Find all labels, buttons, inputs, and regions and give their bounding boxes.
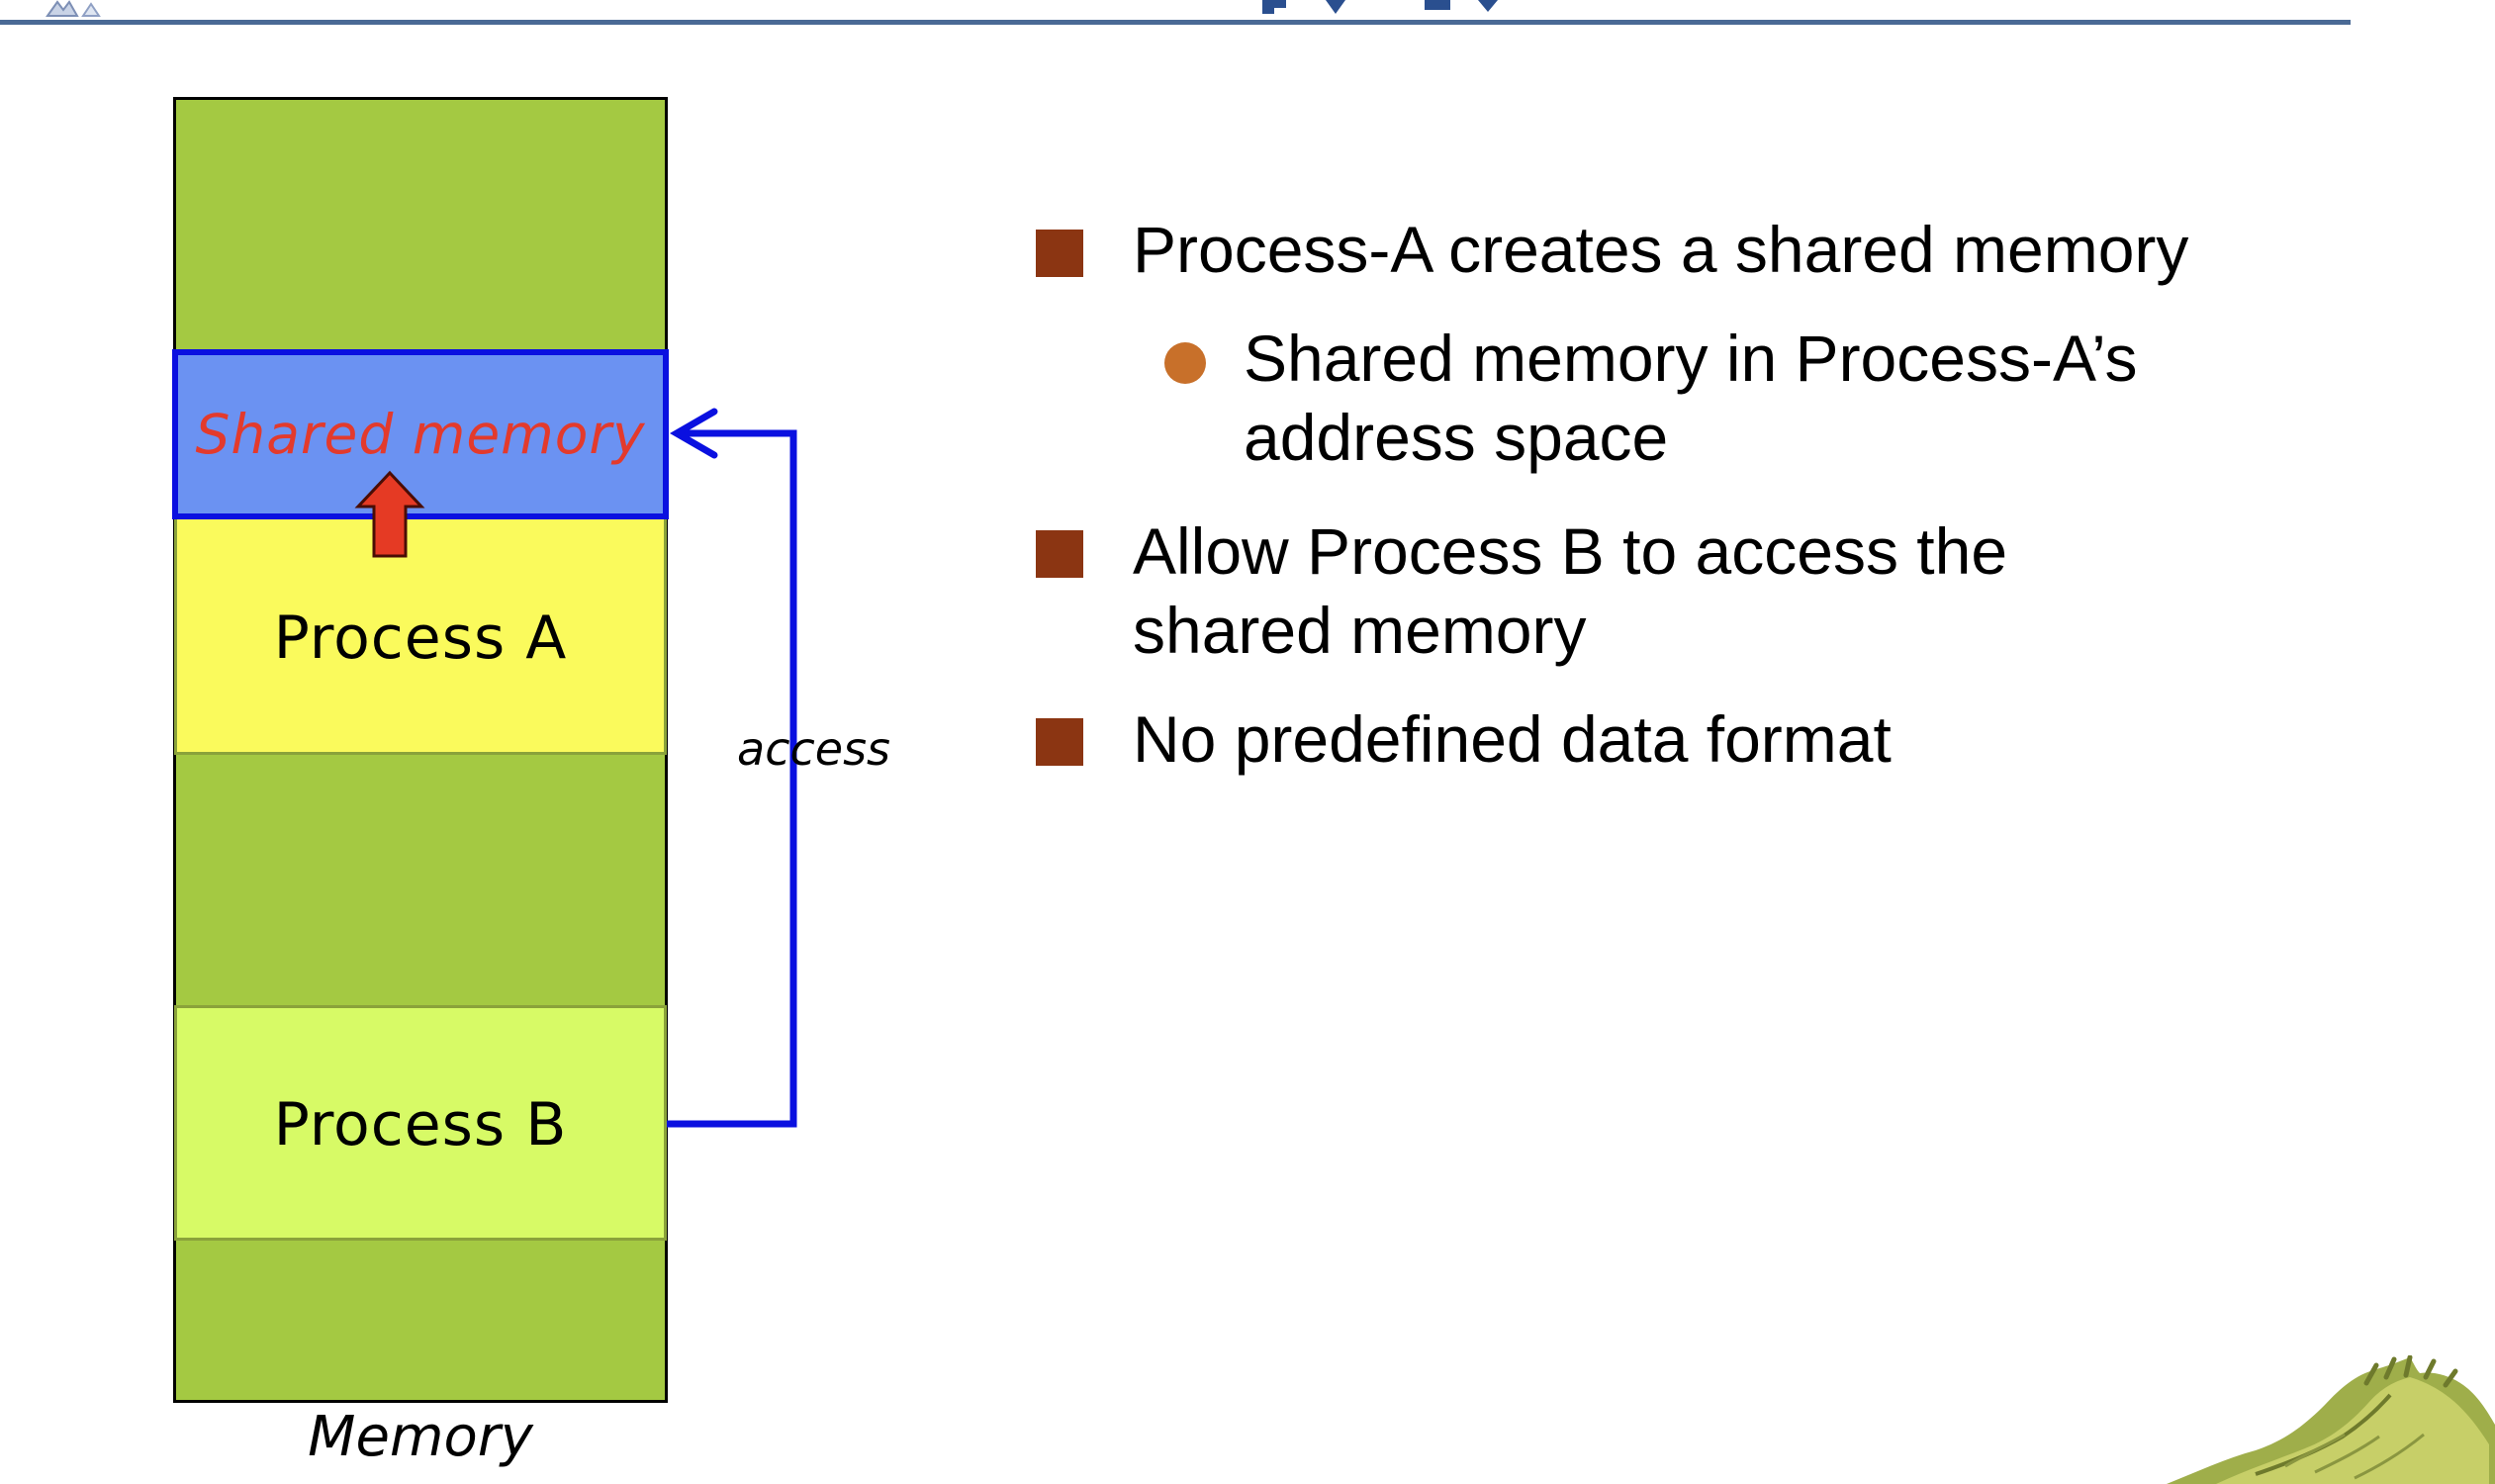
bullet-text: Allow Process B to access the shared mem… xyxy=(1133,514,2008,667)
bullet-text: No predefined data format xyxy=(1133,702,1892,776)
bullet-text: Process-A creates a shared memory xyxy=(1133,213,2189,286)
process-a-label: Process A xyxy=(273,603,568,673)
square-bullet-icon xyxy=(1036,530,1083,578)
logo-icon xyxy=(46,0,101,17)
title-fragment-icon xyxy=(1262,0,1498,14)
square-bullet-icon xyxy=(1036,718,1083,766)
sub-bullet-text: Shared memory in Process-A’s address spa… xyxy=(1244,322,2138,474)
access-label: access xyxy=(737,722,891,776)
process-a-block: Process A xyxy=(174,519,667,755)
process-b-label: Process B xyxy=(273,1090,568,1159)
header-divider xyxy=(0,20,2351,25)
dot-bullet-icon xyxy=(1164,342,1206,384)
memory-caption: Memory xyxy=(308,1405,533,1469)
shared-memory-label: Shared memory xyxy=(195,403,646,466)
process-b-block: Process B xyxy=(174,1005,667,1241)
shared-memory-block: Shared memory xyxy=(172,349,669,519)
memory-diagram: Process A Shared memory Process B access… xyxy=(0,0,989,1484)
square-bullet-icon xyxy=(1036,230,1083,277)
dinosaur-icon xyxy=(2167,1355,2495,1484)
